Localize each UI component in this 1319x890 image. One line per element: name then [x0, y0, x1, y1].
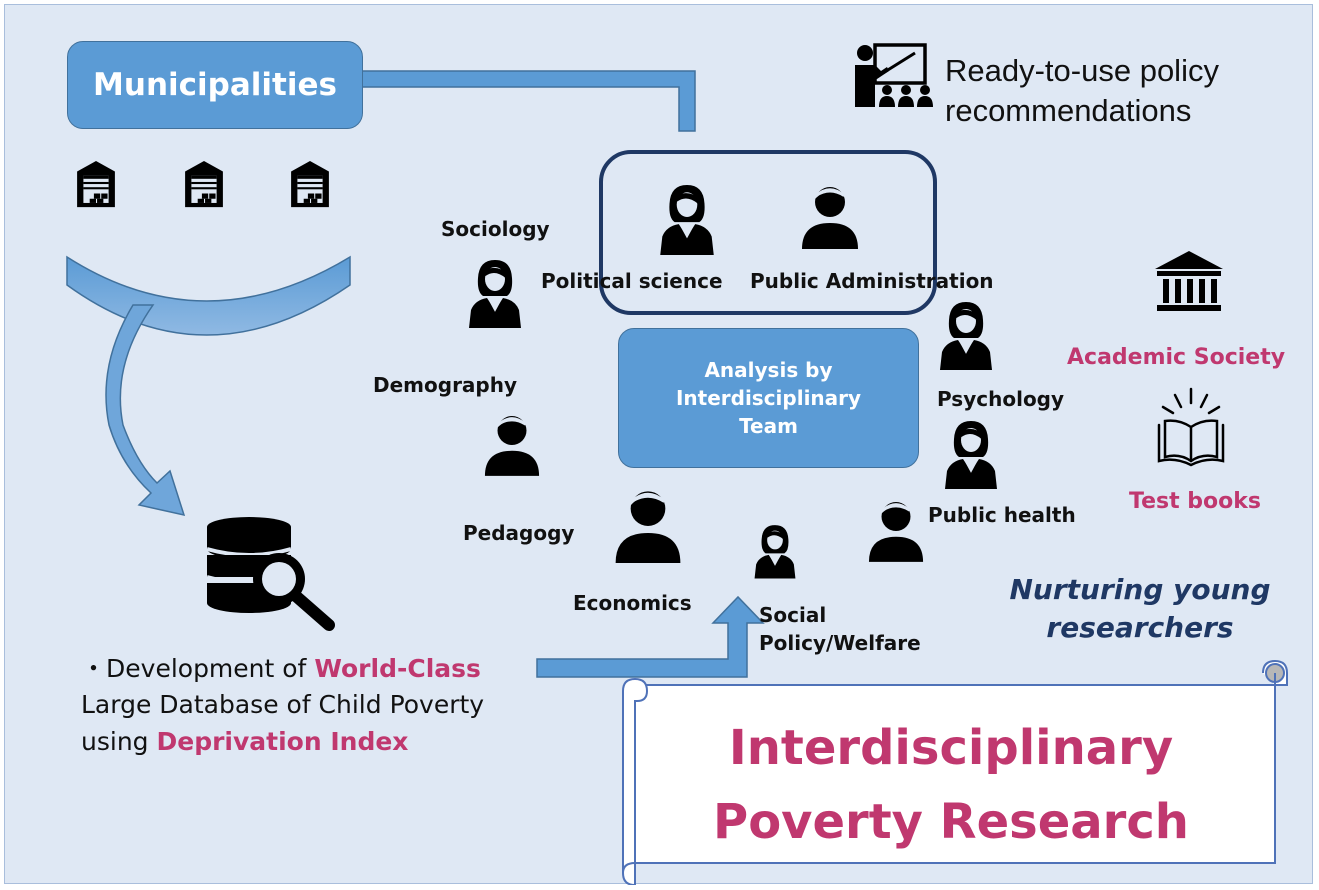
- highlight-deprivation-index: Deprivation Index: [156, 726, 409, 756]
- database-description: ・Development of World-Class Large Databa…: [81, 651, 551, 760]
- building-icon: [185, 160, 223, 208]
- person-icon: [945, 421, 997, 489]
- person-icon: [483, 415, 541, 477]
- highlight-world-class: World-Class: [314, 654, 481, 683]
- curved-arrow-down: [105, 304, 186, 517]
- institution-icon: [1155, 251, 1223, 311]
- label-test-books: Test books: [1129, 489, 1261, 514]
- label-political-science: Political science: [541, 269, 723, 293]
- database-text-1: Development of: [106, 654, 315, 683]
- bullet: ・: [81, 654, 107, 683]
- person-icon: [867, 501, 925, 563]
- label-academic-society: Academic Society: [1067, 345, 1286, 370]
- label-pedagogy: Pedagogy: [463, 521, 575, 545]
- label-sociology: Sociology: [441, 217, 550, 241]
- label-public-administration: Public Administration: [750, 269, 994, 293]
- building-icon: [291, 160, 329, 208]
- label-economics: Economics: [573, 591, 692, 615]
- building-icon: [77, 160, 115, 208]
- municipalities-box: Municipalities: [67, 41, 363, 129]
- label-public-health: Public health: [928, 503, 1076, 527]
- label-nurturing: Nurturing young researchers: [1009, 573, 1271, 644]
- person-icon: [614, 490, 682, 563]
- diagram-graphics: [66, 43, 1288, 885]
- connector-arrow-top: [359, 70, 696, 132]
- label-psychology: Psychology: [937, 387, 1065, 411]
- open-book-icon: [1157, 387, 1225, 467]
- person-icon: [800, 185, 860, 251]
- analysis-box: Analysis by Interdisciplinary Team: [618, 328, 919, 468]
- label-demography: Demography: [373, 373, 518, 397]
- scroll-banner: [622, 659, 1288, 885]
- database-search-icon: [206, 517, 335, 631]
- person-icon: [660, 185, 713, 255]
- person-icon: [469, 260, 521, 328]
- person-icon: [753, 523, 797, 579]
- policy-recommendations-label: Ready-to-use policy recommendations: [945, 53, 1219, 129]
- database-text-2: Large Database of Child Poverty using: [81, 690, 485, 756]
- arrow-to-team: [536, 595, 765, 678]
- person-icon: [940, 302, 992, 370]
- banner-title: Interdisciplinary Poverty Research: [713, 720, 1189, 851]
- bracket-arc: [66, 255, 351, 336]
- core-team-frame: [599, 150, 937, 315]
- label-social-policy: Social Policy/Welfare: [759, 603, 921, 655]
- presentation-icon: [855, 43, 933, 107]
- diagram-canvas: Municipalities Analysis by Interdiscipli…: [4, 4, 1313, 885]
